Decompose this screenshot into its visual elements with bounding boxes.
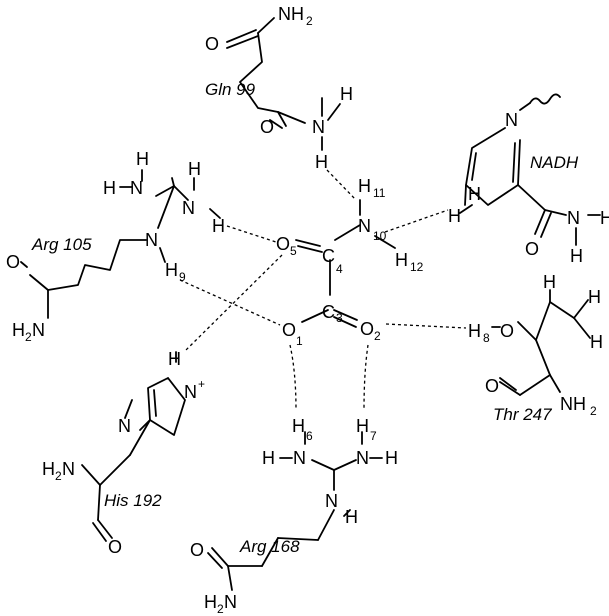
gln-amine-sub: 2 [306,14,313,28]
his-192-residue: H N + N H 2 N His 192 O [42,349,205,557]
c4-sub: 4 [336,262,343,276]
arg168-n3: N [325,491,338,511]
o5-sub: 5 [290,244,297,258]
h12: H [395,250,408,270]
arg105-h9-sub: 9 [179,270,186,284]
arg-168-label: Arg 168 [239,537,300,556]
c4: C [322,246,335,266]
arg168-n-left: N [293,448,306,468]
his-h: H [168,349,181,369]
o5: O [276,234,290,254]
his-192-label: His 192 [104,491,162,510]
gln-amide-n: N [312,117,325,137]
arg105-amine-sub: 2 [25,330,32,344]
thr-247-residue: H 8 O H H H O NH 2 Thr 247 [468,272,603,424]
arg105-nh-n: N [130,178,143,198]
arg105-n2-h: H [212,216,225,236]
arg105-amine: H [12,320,25,340]
n10-sub: 10 [373,229,387,243]
thr-h-right-top: H [588,287,601,307]
substrate-core: O 5 C 4 N 10 H 11 H 12 C 3 O 1 O 2 [276,176,424,348]
arg168-h6-sub: 6 [306,429,313,443]
arg168-carbonyl-o: O [190,540,204,560]
arg105-h9: H [165,260,178,280]
his-plus: + [198,377,205,391]
thr-amine: NH [560,394,586,414]
gln-99-label: Gln 99 [205,80,256,99]
arg168-amine-n: N [224,592,237,612]
arg105-n2: N [182,198,195,218]
nadh-amide-h2: H [570,246,583,266]
gln-99-residue: O NH 2 Gln 99 O N H H [205,4,353,172]
arg105-amine-n: N [32,320,45,340]
thr-o: O [500,321,514,341]
hydrogen-bonds [179,169,467,411]
arg168-h-left: H [262,448,275,468]
nadh-residue: N NADH H H O N H H [448,93,609,266]
nadh-h-ring: H [468,184,481,204]
nadh-amide-h1: H [600,208,609,228]
his-amine-n: N [62,459,75,479]
arg168-n-right: N [356,448,369,468]
arg168-h-right: H [385,448,398,468]
gln-amide-h-top: H [340,84,353,104]
his-n: N [118,416,131,436]
thr-carbonyl-o: O [485,376,499,396]
o2-sub: 2 [374,329,381,343]
gln-amide-h: H [315,152,328,172]
thr-amine-sub: 2 [590,404,597,418]
thr-h8: H [468,321,481,341]
arg105-carbonyl-o: O [6,252,20,272]
arg168-h7-sub: 7 [370,429,377,443]
nadh-amide-n: N [567,208,580,228]
arg-168-residue: H 6 H 7 H N N H N H Arg 168 O H 2 N [190,416,398,616]
his-amine-sub: 2 [55,469,62,483]
his-carbonyl-o: O [108,537,122,557]
nadh-ring-n: N [505,110,518,130]
c3: C [322,302,335,322]
arg168-amine: H [204,592,217,612]
nadh-amide-o: O [525,239,539,259]
o1: O [282,320,296,340]
his-amine: H [42,459,55,479]
arg105-nh-h-left: H [103,178,116,198]
thr-h8-sub: 8 [483,331,490,345]
arg168-h6: H [292,416,305,436]
arg105-n3: N [145,230,158,250]
arg-105-label: Arg 105 [31,235,92,254]
thr-247-label: Thr 247 [493,405,552,424]
arg105-nh-h-top: H [136,149,149,169]
h11: H [358,176,371,196]
n10: N [358,216,371,236]
gln-amine-n: NH [278,4,304,24]
arg168-h7: H [356,416,369,436]
arg105-n2-h-top: H [188,159,201,179]
thr-h-top: H [543,272,556,292]
gln-carbonyl-o: O [260,117,274,137]
o1-sub: 1 [296,334,303,348]
o2: O [360,319,374,339]
h12-sub: 12 [410,260,424,274]
his-n-plus: N [184,382,197,402]
gln-o: O [205,34,219,54]
nadh-label: NADH [530,153,579,172]
h11-sub: 11 [373,186,386,200]
thr-h-right: H [590,332,603,352]
arg168-n3-h: H [345,507,358,527]
arg168-amine-sub: 2 [217,602,224,616]
arg-105-residue: N H H N H H N Arg 105 H 9 O H 2 N [6,149,225,344]
c3-sub: 3 [336,311,343,325]
nadh-h: H [448,206,461,226]
